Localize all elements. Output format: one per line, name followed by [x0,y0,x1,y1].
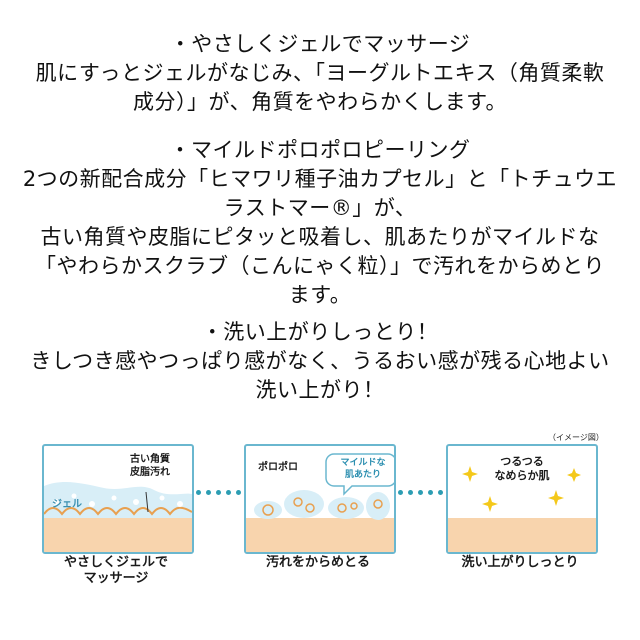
step-connector-dots [396,490,444,498]
section-body-line: 「やわらかスクラブ（こんにゃく粒）」で汚れをからめとり [35,254,605,278]
section-body-line: 肌にすっとジェルがなじみ、「ヨーグルトエキス（角質柔軟 [35,61,605,85]
step-connector-dots [194,490,242,498]
panel-smooth-skin: つるつる なめらか肌 [446,444,598,554]
sparkle-icon [548,490,564,506]
panel-gel-massage: 古い角質 皮脂汚れ ジェル [42,444,194,554]
sebum-label: 皮脂汚れ [130,467,170,478]
section-body-line: 成分）」が、角質をやわらかくします。 [133,90,507,114]
caption-peeling: 汚れをからめとる [265,555,370,570]
smooth-skin-illustration [448,466,596,552]
sparkle-icon [462,466,478,482]
section-body-line: 2つの新配合成分「ヒマワリ種子油カプセル」と「トチュウエ [22,167,618,191]
smooth-label-line1: つるつる [500,455,544,468]
section-moist-finish: ・洗い上がりしっとり！ きしつき感やつっぱり感がなく、うるおい感が残る心地よい … [0,318,640,405]
section-body-line: ラストマー®」が、 [223,196,417,220]
mild-bubble-line2: 肌あたり [344,470,381,480]
section-heading: ・マイルドポロポロピーリング [169,138,471,162]
section-mild-peeling: ・マイルドポロポロピーリング 2つの新配合成分「ヒマワリ種子油カプセル」と「トチ… [0,136,640,310]
caption-line: マッサージ [83,571,149,586]
image-note: （イメージ図） [548,433,604,442]
mild-bubble-line1: マイルドな [340,458,386,468]
gel-massage-illustration [44,482,192,552]
caption-line: やさしくジェルで [63,555,168,570]
section-heading: ・やさしくジェルでマッサージ [169,32,471,56]
poro-poro-label: ポロポロ [258,462,298,473]
section-gel-massage: ・やさしくジェルでマッサージ 肌にすっとジェルがなじみ、「ヨーグルトエキス（角質… [0,30,640,117]
panel-peeling: ポロポロ マイルドな 肌あたり [244,444,396,554]
section-heading: ・洗い上がりしっとり！ [201,320,439,344]
section-body-line: 洗い上がり！ [255,378,385,402]
peeling-illustration [246,453,394,552]
section-body-line: きしつき感やつっぱり感がなく、うるおい感が残る心地よい [30,349,610,373]
sparkle-icon [567,468,581,482]
smooth-label-line2: なめらか肌 [494,469,550,482]
caption-gel-massage: やさしくジェルで マッサージ [40,555,192,587]
old-keratin-label: 古い角質 [130,454,170,465]
caption-moist-finish: 洗い上がりしっとり [461,555,579,570]
sparkle-icon [482,496,498,512]
section-body-line: 古い角質や皮脂にピタッと吸着し、肌あたりがマイルドな [40,225,600,249]
gel-label: ジェル [52,499,82,510]
section-body-line: ます。 [288,283,352,307]
